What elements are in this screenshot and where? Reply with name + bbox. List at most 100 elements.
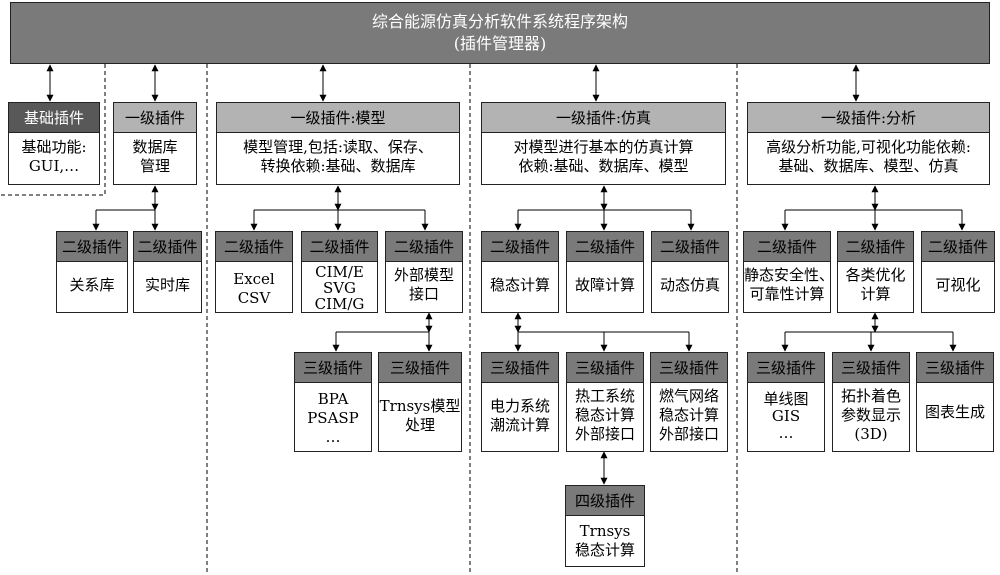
plugin-line: 电力系统	[489, 397, 550, 415]
simulation-plugin-box[interactable]: 一级插件:仿真 对模型进行基本的仿真计算 依赖:基础、数据库、模型	[481, 102, 726, 185]
topology-coloring-plugin-box[interactable]: 三级插件 拓扑着色 参数显示 (3D)	[832, 352, 910, 452]
plugin-header: 二级插件	[302, 232, 377, 262]
security-reliability-plugin-box[interactable]: 二级插件 静态安全性、 可靠性计算	[743, 231, 834, 313]
plugin-header: 三级插件	[379, 353, 461, 383]
plugin-line: GIS	[771, 407, 801, 425]
plugin-line: 各类优化	[845, 266, 906, 284]
plugin-header: 一级插件:仿真	[482, 103, 725, 133]
plugin-line: CIM/G	[314, 295, 365, 313]
plugin-header: 三级插件	[917, 353, 993, 383]
plugin-header: 四级插件	[566, 486, 644, 516]
plugin-line: PSASP	[307, 409, 359, 427]
plugin-header: 二级插件	[57, 232, 127, 262]
plugin-line: 基础功能:	[21, 138, 87, 156]
plugin-line: 热工系统	[574, 387, 635, 405]
plugin-header: 二级插件	[567, 232, 643, 262]
plugin-line: 稳态计算	[574, 406, 635, 424]
plugin-body: 基础功能: GUI,…	[9, 133, 99, 176]
power-flow-plugin-box[interactable]: 三级插件 电力系统 潮流计算	[481, 352, 559, 452]
plugin-line: 参数显示	[840, 406, 901, 424]
plugin-line: 处理	[404, 416, 435, 434]
chart-generation-plugin-box[interactable]: 三级插件 图表生成	[916, 352, 994, 452]
model-plugin-box[interactable]: 一级插件:模型 模型管理,包括:读取、保存、 转换依赖:基础、数据库	[216, 102, 460, 185]
plugin-line: 潮流计算	[489, 416, 550, 434]
plugin-line: 依赖:基础、数据库、模型	[518, 157, 689, 175]
plugin-body: 故障计算	[567, 262, 643, 295]
plugin-header: 三级插件	[482, 353, 558, 383]
system-subtitle: (插件管理器)	[453, 34, 547, 53]
plugin-body: 静态安全性、 可靠性计算	[744, 262, 834, 304]
plugin-header: 三级插件	[748, 353, 824, 383]
excel-csv-plugin-box[interactable]: 二级插件 Excel CSV	[215, 231, 293, 313]
visualization-plugin-box[interactable]: 二级插件 可视化	[921, 231, 995, 313]
plugin-body: 对模型进行基本的仿真计算 依赖:基础、数据库、模型	[482, 133, 725, 176]
plugin-line: 燃气网络	[658, 387, 719, 405]
plugin-header: 二级插件	[482, 232, 558, 262]
column-dividers	[0, 64, 738, 575]
trnsys-model-plugin-box[interactable]: 三级插件 Trnsys模型 处理	[378, 352, 462, 452]
system-title: 综合能源仿真分析软件系统程序架构	[371, 12, 628, 31]
plugin-line: 外部接口	[574, 425, 635, 443]
plugin-line: 模型管理,包括:读取、保存、	[243, 138, 433, 156]
plugin-line: 外部模型	[393, 266, 454, 284]
plugin-body: 燃气网络 稳态计算 外部接口	[651, 383, 727, 444]
thermal-system-plugin-box[interactable]: 三级插件 热工系统 稳态计算 外部接口	[566, 352, 644, 452]
trnsys-steady-plugin-box[interactable]: 四级插件 Trnsys 稳态计算	[565, 485, 645, 567]
optimization-plugin-box[interactable]: 二级插件 各类优化 计算	[837, 231, 914, 313]
plugin-line: 关系库	[69, 276, 115, 294]
plugin-body: 电力系统 潮流计算	[482, 383, 558, 435]
plugin-body: 模型管理,包括:读取、保存、 转换依赖:基础、数据库	[217, 133, 459, 176]
realtime-db-plugin-box[interactable]: 二级插件 实时库	[133, 231, 202, 313]
base-plugin-box[interactable]: 基础插件 基础功能: GUI,…	[8, 102, 100, 185]
plugin-line: 拓扑着色	[840, 387, 901, 405]
plugin-header: 二级插件	[386, 232, 462, 262]
plugin-line: CSV	[237, 289, 271, 307]
relational-db-plugin-box[interactable]: 二级插件 关系库	[56, 231, 128, 313]
plugin-header: 基础插件	[9, 103, 99, 133]
plugin-header: 三级插件	[567, 353, 643, 383]
plugin-header: 二级插件	[922, 232, 994, 262]
plugin-line: 对模型进行基本的仿真计算	[513, 138, 694, 156]
plugin-body: 外部模型 接口	[386, 262, 462, 304]
plugin-header: 二级插件	[216, 232, 292, 262]
plugin-line: 图表生成	[924, 403, 985, 421]
plugin-line: Excel	[233, 270, 275, 288]
plugin-line: 接口	[408, 285, 439, 303]
plugin-line: 故障计算	[574, 276, 635, 294]
plugin-header: 一级插件:分析	[748, 103, 989, 133]
single-line-gis-plugin-box[interactable]: 三级插件 单线图 GIS …	[747, 352, 825, 452]
external-model-interface-plugin-box[interactable]: 二级插件 外部模型 接口	[385, 231, 463, 313]
plugin-body: 动态仿真	[652, 262, 728, 295]
steady-state-plugin-box[interactable]: 二级插件 稳态计算	[481, 231, 559, 313]
system-title-bar: 综合能源仿真分析软件系统程序架构 (插件管理器)	[10, 2, 990, 64]
plugin-line: Trnsys模型	[379, 397, 461, 415]
plugin-body: 单线图 GIS …	[748, 383, 824, 442]
bpa-psasp-plugin-box[interactable]: 三级插件 BPA PSASP …	[294, 352, 372, 452]
fault-calc-plugin-box[interactable]: 二级插件 故障计算	[566, 231, 644, 313]
plugin-line: Trnsys	[579, 522, 631, 540]
plugin-header: 三级插件	[295, 353, 371, 383]
plugin-header: 二级插件	[134, 232, 201, 262]
dynamic-sim-plugin-box[interactable]: 二级插件 动态仿真	[651, 231, 729, 313]
plugin-body: Trnsys 稳态计算	[566, 516, 644, 560]
plugin-body: 各类优化 计算	[838, 262, 913, 304]
plugin-line: SVG	[322, 279, 357, 297]
gas-network-plugin-box[interactable]: 三级插件 燃气网络 稳态计算 外部接口	[650, 352, 728, 452]
analysis-plugin-box[interactable]: 一级插件:分析 高级分析功能,可视化功能依赖: 基础、数据库、模型、仿真	[747, 102, 990, 185]
plugin-line: 管理	[139, 157, 170, 175]
plugin-line: …	[778, 424, 794, 442]
plugin-line: 动态仿真	[659, 276, 720, 294]
plugin-body: 关系库	[57, 262, 127, 295]
plugin-line: CIM/E	[315, 263, 364, 281]
plugin-line: 单线图	[763, 390, 809, 408]
plugin-line: 实时库	[144, 276, 190, 294]
db-plugin-box[interactable]: 一级插件 数据库 管理	[113, 102, 197, 185]
plugin-body: 高级分析功能,可视化功能依赖: 基础、数据库、模型、仿真	[748, 133, 989, 176]
cim-svg-plugin-box[interactable]: 二级插件 CIM/E SVG CIM/G	[301, 231, 378, 313]
plugin-body: BPA PSASP …	[295, 383, 371, 447]
plugin-body: Trnsys模型 处理	[379, 383, 461, 435]
plugin-line: 基础、数据库、模型、仿真	[778, 157, 959, 175]
plugin-body: 数据库 管理	[114, 133, 196, 176]
plugin-header: 二级插件	[744, 232, 830, 262]
